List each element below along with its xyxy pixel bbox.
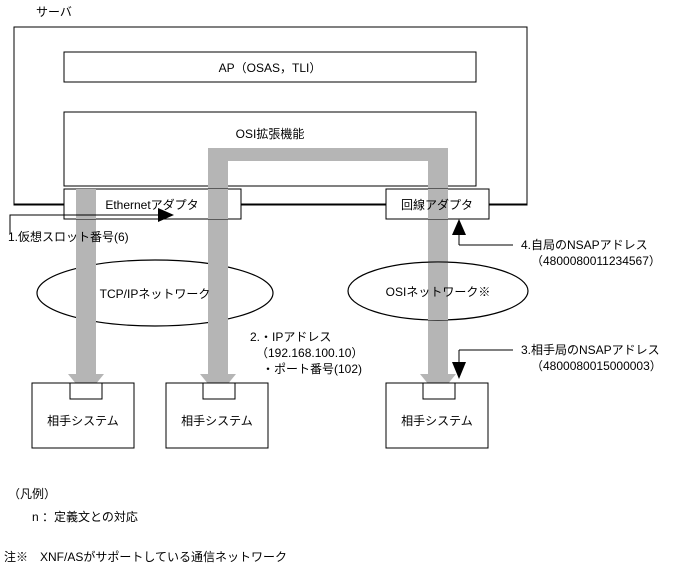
ethernet-adapter-label: Ethernetアダプタ bbox=[105, 197, 198, 212]
peer-system-1-group: 相手システム bbox=[31, 382, 135, 449]
peer-system-3-notch bbox=[422, 382, 456, 400]
peer-system-2-notch bbox=[202, 382, 236, 400]
anno-2-line-2: （192.168.100.10） bbox=[250, 346, 363, 360]
anno-4-line-2: （4800080011234567） bbox=[531, 254, 661, 268]
osi-extension-label: OSI拡張機能 bbox=[236, 126, 305, 141]
tcpip-network-label: TCP/IPネットワーク bbox=[100, 287, 211, 301]
annotation-3-group: 3.相手局のNSAPアドレス （4800080015000003） bbox=[452, 343, 662, 379]
server-caption: サーバ bbox=[36, 5, 72, 19]
peer-system-3-group: 相手システム bbox=[385, 382, 489, 449]
legend-title: （凡例） bbox=[8, 487, 56, 501]
peer-system-2-label: 相手システム bbox=[181, 414, 253, 428]
peer-system-1-notch bbox=[69, 382, 103, 400]
peer-system-3-label: 相手システム bbox=[401, 414, 473, 428]
anno-1-leader bbox=[9, 214, 160, 234]
anno-3-line-2: （4800080015000003） bbox=[531, 359, 662, 373]
gray-bar-over-ethernet-left bbox=[76, 189, 96, 219]
anno-3-arrowhead bbox=[452, 362, 466, 379]
anno-1-text: 1.仮想スロット番号(6) bbox=[8, 229, 129, 244]
annotation-4-group: 4.自局のNSAPアドレス （4800080011234567） bbox=[452, 219, 661, 268]
anno-2-line-1: 2.・IPアドレス bbox=[250, 330, 331, 344]
line-adapter-label: 回線アダプタ bbox=[401, 197, 473, 212]
gray-bar-over-line-adapter bbox=[428, 189, 448, 219]
peer-system-2-group: 相手システム bbox=[165, 382, 269, 449]
anno-2-line-3: ・ポート番号(102) bbox=[250, 362, 362, 376]
gray-bar-over-ethernet-mid bbox=[208, 189, 228, 219]
ap-layer-label: AP（OSAS，TLI） bbox=[219, 61, 322, 75]
annotation-2-group: 2.・IPアドレス （192.168.100.10） ・ポート番号(102) bbox=[250, 330, 363, 376]
anno-4-line-1: 4.自局のNSAPアドレス bbox=[521, 238, 648, 252]
ap-layer-box bbox=[63, 51, 477, 83]
osi-network-label: OSIネットワーク※ bbox=[386, 285, 491, 299]
footnote-text: 注※ XNF/ASがサポートしている通信ネットワーク bbox=[4, 549, 287, 564]
anno-3-line-1: 3.相手局のNSAPアドレス bbox=[521, 343, 660, 357]
legend-entry: n ：定義文との対応 bbox=[32, 509, 138, 524]
anno-1-arrowhead bbox=[158, 208, 174, 222]
annotation-1-group: 1.仮想スロット番号(6) bbox=[8, 208, 174, 244]
anno-4-arrowhead bbox=[452, 219, 466, 235]
peer-system-1-label: 相手システム bbox=[47, 414, 119, 428]
